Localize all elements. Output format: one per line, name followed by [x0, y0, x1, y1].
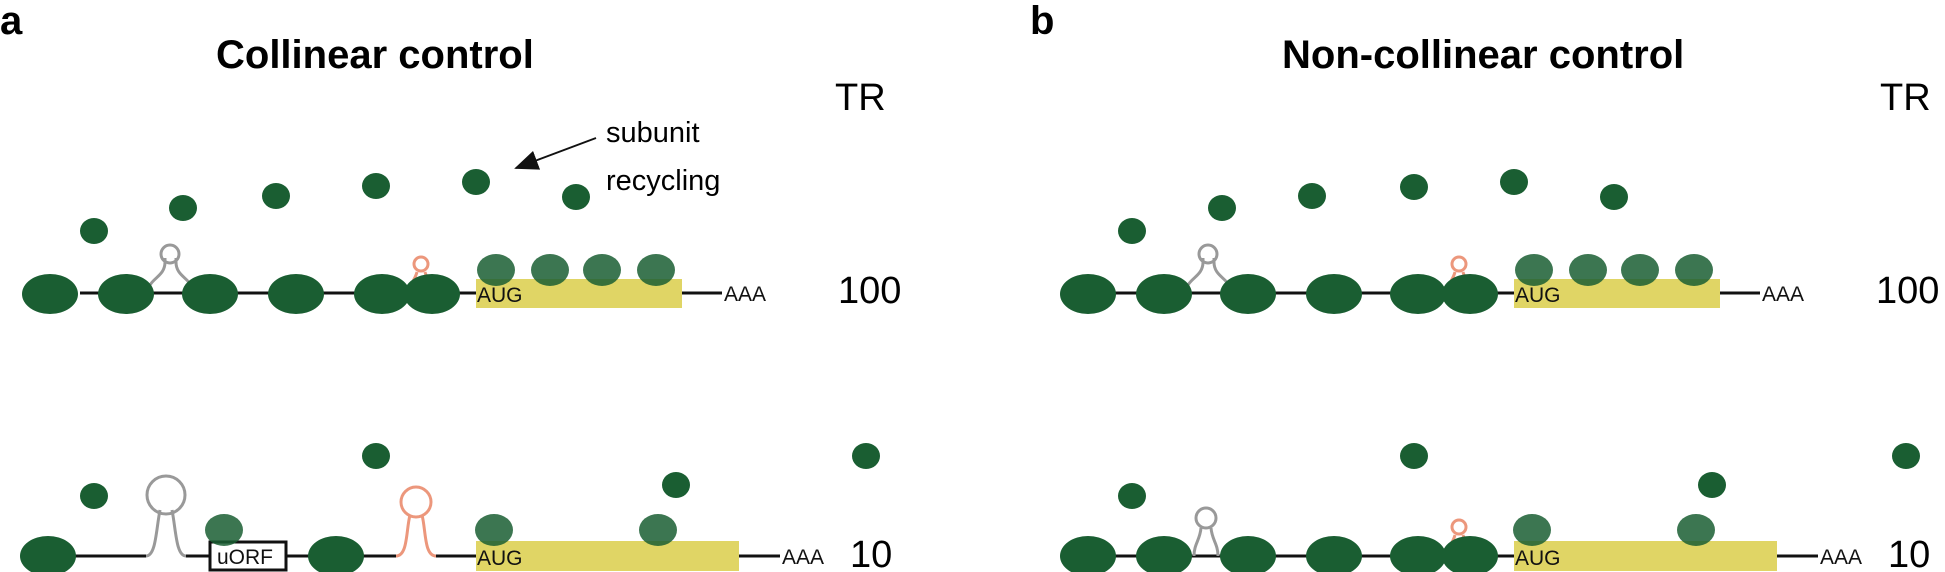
free-subunit: [1892, 443, 1920, 469]
polya-label: AAA: [782, 546, 824, 569]
ribosome: [1220, 536, 1276, 572]
panel-b-title: Non-collinear control: [1282, 33, 1684, 77]
panel-a-tr-header: TR: [835, 77, 886, 119]
row1-free-subunits: [80, 169, 590, 244]
scanning-subunit: [1569, 254, 1607, 286]
free-subunit: [362, 173, 390, 199]
panel-b-letter: b: [1030, 0, 1054, 43]
ribosome: [1442, 536, 1498, 572]
row1-free-subunits: [1118, 169, 1628, 244]
row2-free-subunits: [1118, 443, 1920, 509]
row1-tr-value: 100: [1876, 270, 1939, 312]
free-subunit: [80, 218, 108, 244]
scanning-subunit: [1677, 514, 1715, 546]
start-codon-label: AUG: [1515, 284, 1561, 307]
free-subunit: [262, 183, 290, 209]
ribosome: [20, 536, 76, 572]
row2-tr-value: 10: [1888, 534, 1930, 572]
row1-tr-value: 100: [838, 270, 901, 312]
main-orf: [476, 541, 739, 571]
panel-a-letter: a: [0, 0, 23, 43]
row2-ribosomes: [20, 514, 677, 572]
start-codon-label: AUG: [477, 547, 523, 570]
row2-ribosomes: [1060, 514, 1715, 572]
panel-b-tr-header: TR: [1880, 77, 1931, 119]
free-subunit: [1400, 174, 1428, 200]
free-subunit: [1298, 183, 1326, 209]
polya-label: AAA: [1820, 546, 1862, 569]
row2-free-subunits: [80, 443, 880, 509]
scanning-subunit: [475, 514, 513, 546]
free-subunit: [852, 443, 880, 469]
start-codon-label: AUG: [1515, 547, 1561, 570]
free-subunit: [362, 443, 390, 469]
ribosome: [1306, 274, 1362, 314]
free-subunit: [1698, 472, 1726, 498]
ribosome: [1220, 274, 1276, 314]
uorf-label: uORF: [217, 546, 273, 569]
scanning-subunit: [639, 514, 677, 546]
ribosome: [268, 274, 324, 314]
scanning-subunit: [1675, 254, 1713, 286]
row2-tr-value: 10: [850, 534, 892, 572]
free-subunit: [462, 169, 490, 195]
scanning-subunit: [205, 514, 243, 546]
free-subunit: [1208, 195, 1236, 221]
ribosome: [98, 274, 154, 314]
ribosome: [1390, 536, 1446, 572]
panel-a: a Collinear control TR subunit recycling: [0, 0, 901, 572]
annotation-subunit: subunit: [606, 117, 700, 149]
free-subunit: [1118, 218, 1146, 244]
ribosome: [1060, 274, 1116, 314]
ribosome: [354, 274, 410, 314]
ribosome: [1060, 536, 1116, 572]
row1-ribosomes: [1060, 254, 1713, 314]
scanning-subunit: [477, 254, 515, 286]
scanning-subunit: [531, 254, 569, 286]
annotation-arrow: [514, 137, 597, 170]
row2-mrna: uORF AUG AAA: [70, 474, 824, 572]
ribosome: [308, 536, 364, 572]
polya-label: AAA: [724, 283, 766, 306]
ribosome: [1306, 536, 1362, 572]
free-subunit: [1400, 443, 1428, 469]
panel-b: b Non-collinear control TR AUG AAA: [1030, 0, 1939, 572]
annotation-recycling: recycling: [606, 165, 720, 197]
large-stem-loop: [145, 509, 162, 558]
panel-a-title: Collinear control: [216, 33, 534, 77]
main-orf: [1514, 541, 1777, 571]
scanning-subunit: [1515, 254, 1553, 286]
ribosome: [182, 274, 238, 314]
row1-mrna: AUG AAA: [1080, 243, 1804, 308]
ribosome: [1136, 274, 1192, 314]
free-subunit: [1500, 169, 1528, 195]
ribosome: [1442, 274, 1498, 314]
row1-ribosomes: [22, 254, 675, 314]
free-subunit: [1118, 483, 1146, 509]
free-subunit: [662, 472, 690, 498]
start-codon-label: AUG: [477, 284, 523, 307]
free-subunit: [562, 184, 590, 210]
ribosome: [1136, 536, 1192, 572]
ribosome: [404, 274, 460, 314]
ribosome: [22, 274, 78, 314]
scanning-subunit: [583, 254, 621, 286]
free-subunit: [169, 195, 197, 221]
free-subunit: [80, 483, 108, 509]
scanning-subunit: [1513, 514, 1551, 546]
salmon-stem-loop-large: [395, 514, 412, 558]
free-subunit: [1600, 184, 1628, 210]
polya-label: AAA: [1762, 283, 1804, 306]
ribosome: [1390, 274, 1446, 314]
scanning-subunit: [1621, 254, 1659, 286]
scanning-subunit: [637, 254, 675, 286]
